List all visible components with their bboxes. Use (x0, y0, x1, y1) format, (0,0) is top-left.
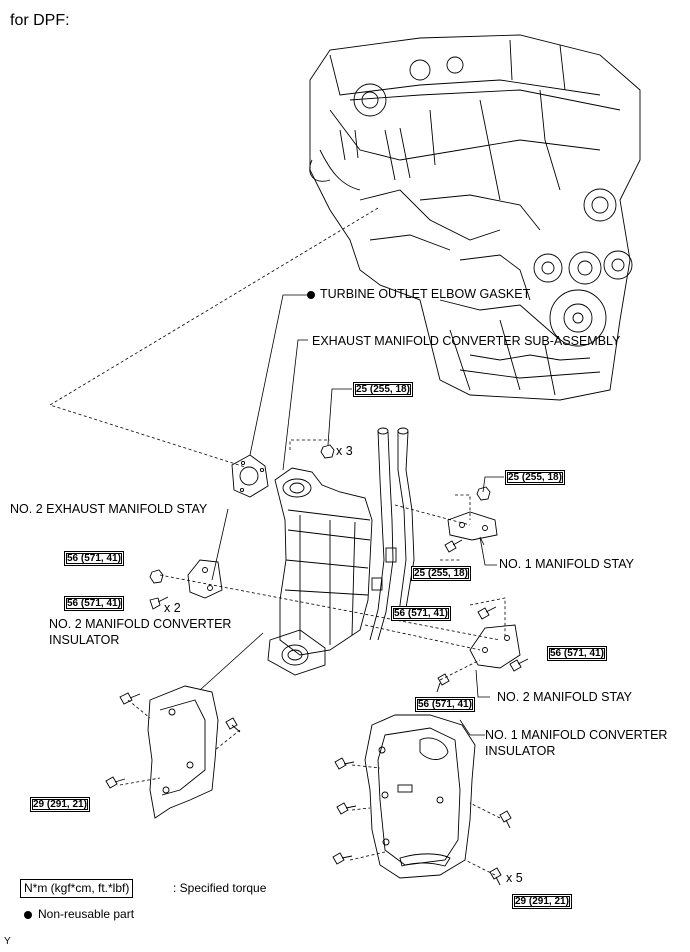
legend-torque-key: N*m (kgf*cm, ft.*lbf) (20, 879, 134, 898)
no1-manifold-converter-insulator (364, 714, 476, 879)
label-no2-exhaust-manifold-stay: NO. 2 EXHAUST MANIFOLD STAY (10, 502, 208, 516)
label-exhaust-manifold-converter: EXHAUST MANIFOLD CONVERTER SUB-ASSEMBLY (312, 334, 621, 348)
torque-spec-right-top: 25 (255, 18) (505, 470, 565, 485)
legend-torque-description: : Specified torque (173, 881, 267, 895)
torque-spec-insulator-right: 29 (291, 21) (512, 894, 572, 909)
legend-non-reusable-description: Non-reusable part (38, 907, 135, 921)
no1-manifold-stay (447, 511, 498, 541)
label-no2-manifold-stay: NO. 2 MANIFOLD STAY (497, 690, 632, 704)
page-heading: for DPF: (10, 12, 70, 29)
quantity-x5: x 5 (506, 871, 523, 885)
label-no1-manifold-stay: NO. 1 MANIFOLD STAY (499, 557, 634, 571)
torque-spec-left-2: 56 (571, 41) (64, 596, 124, 611)
dashed-leaders (49, 207, 506, 876)
label-no1-manifold-converter-insulator-line2: INSULATOR (485, 744, 556, 758)
torque-spec-mid-right: 56 (571, 41) (391, 606, 451, 621)
torque-spec-left-1: 56 (571, 41) (64, 551, 124, 566)
label-no2-manifold-converter-insulator-line1: NO. 2 MANIFOLD CONVERTER (49, 617, 232, 631)
torque-spec-far-right: 56 (571, 41) (547, 646, 607, 661)
label-leaders (199, 294, 504, 736)
engine-block-illustration (309, 34, 641, 401)
non-reusable-bullet (307, 291, 315, 299)
torque-spec-mid-low: 56 (571, 41) (415, 697, 475, 712)
legend-non-reusable-bullet (24, 911, 32, 919)
label-no2-manifold-converter-insulator-line2: INSULATOR (49, 633, 120, 647)
torque-spec-insulator-left: 29 (291, 21) (30, 797, 90, 812)
turbine-outlet-elbow-gasket (231, 454, 269, 498)
no2-manifold-stay (469, 624, 521, 669)
footer-mark: Y (4, 936, 11, 947)
fasteners (105, 444, 529, 886)
quantity-x3: x 3 (336, 444, 353, 458)
label-no1-manifold-converter-insulator-line1: NO. 1 MANIFOLD CONVERTER (485, 728, 668, 742)
no2-exhaust-manifold-stay (187, 559, 223, 599)
no2-manifold-converter-insulator (147, 685, 219, 819)
exhaust-manifold-converter (267, 427, 415, 676)
torque-spec-top: 25 (255, 18) (353, 382, 413, 397)
torque-spec-right-mid: 25 (255, 18) (411, 566, 471, 581)
label-turbine-outlet-elbow-gasket: TURBINE OUTLET ELBOW GASKET (320, 287, 531, 301)
quantity-x2: x 2 (164, 601, 181, 615)
